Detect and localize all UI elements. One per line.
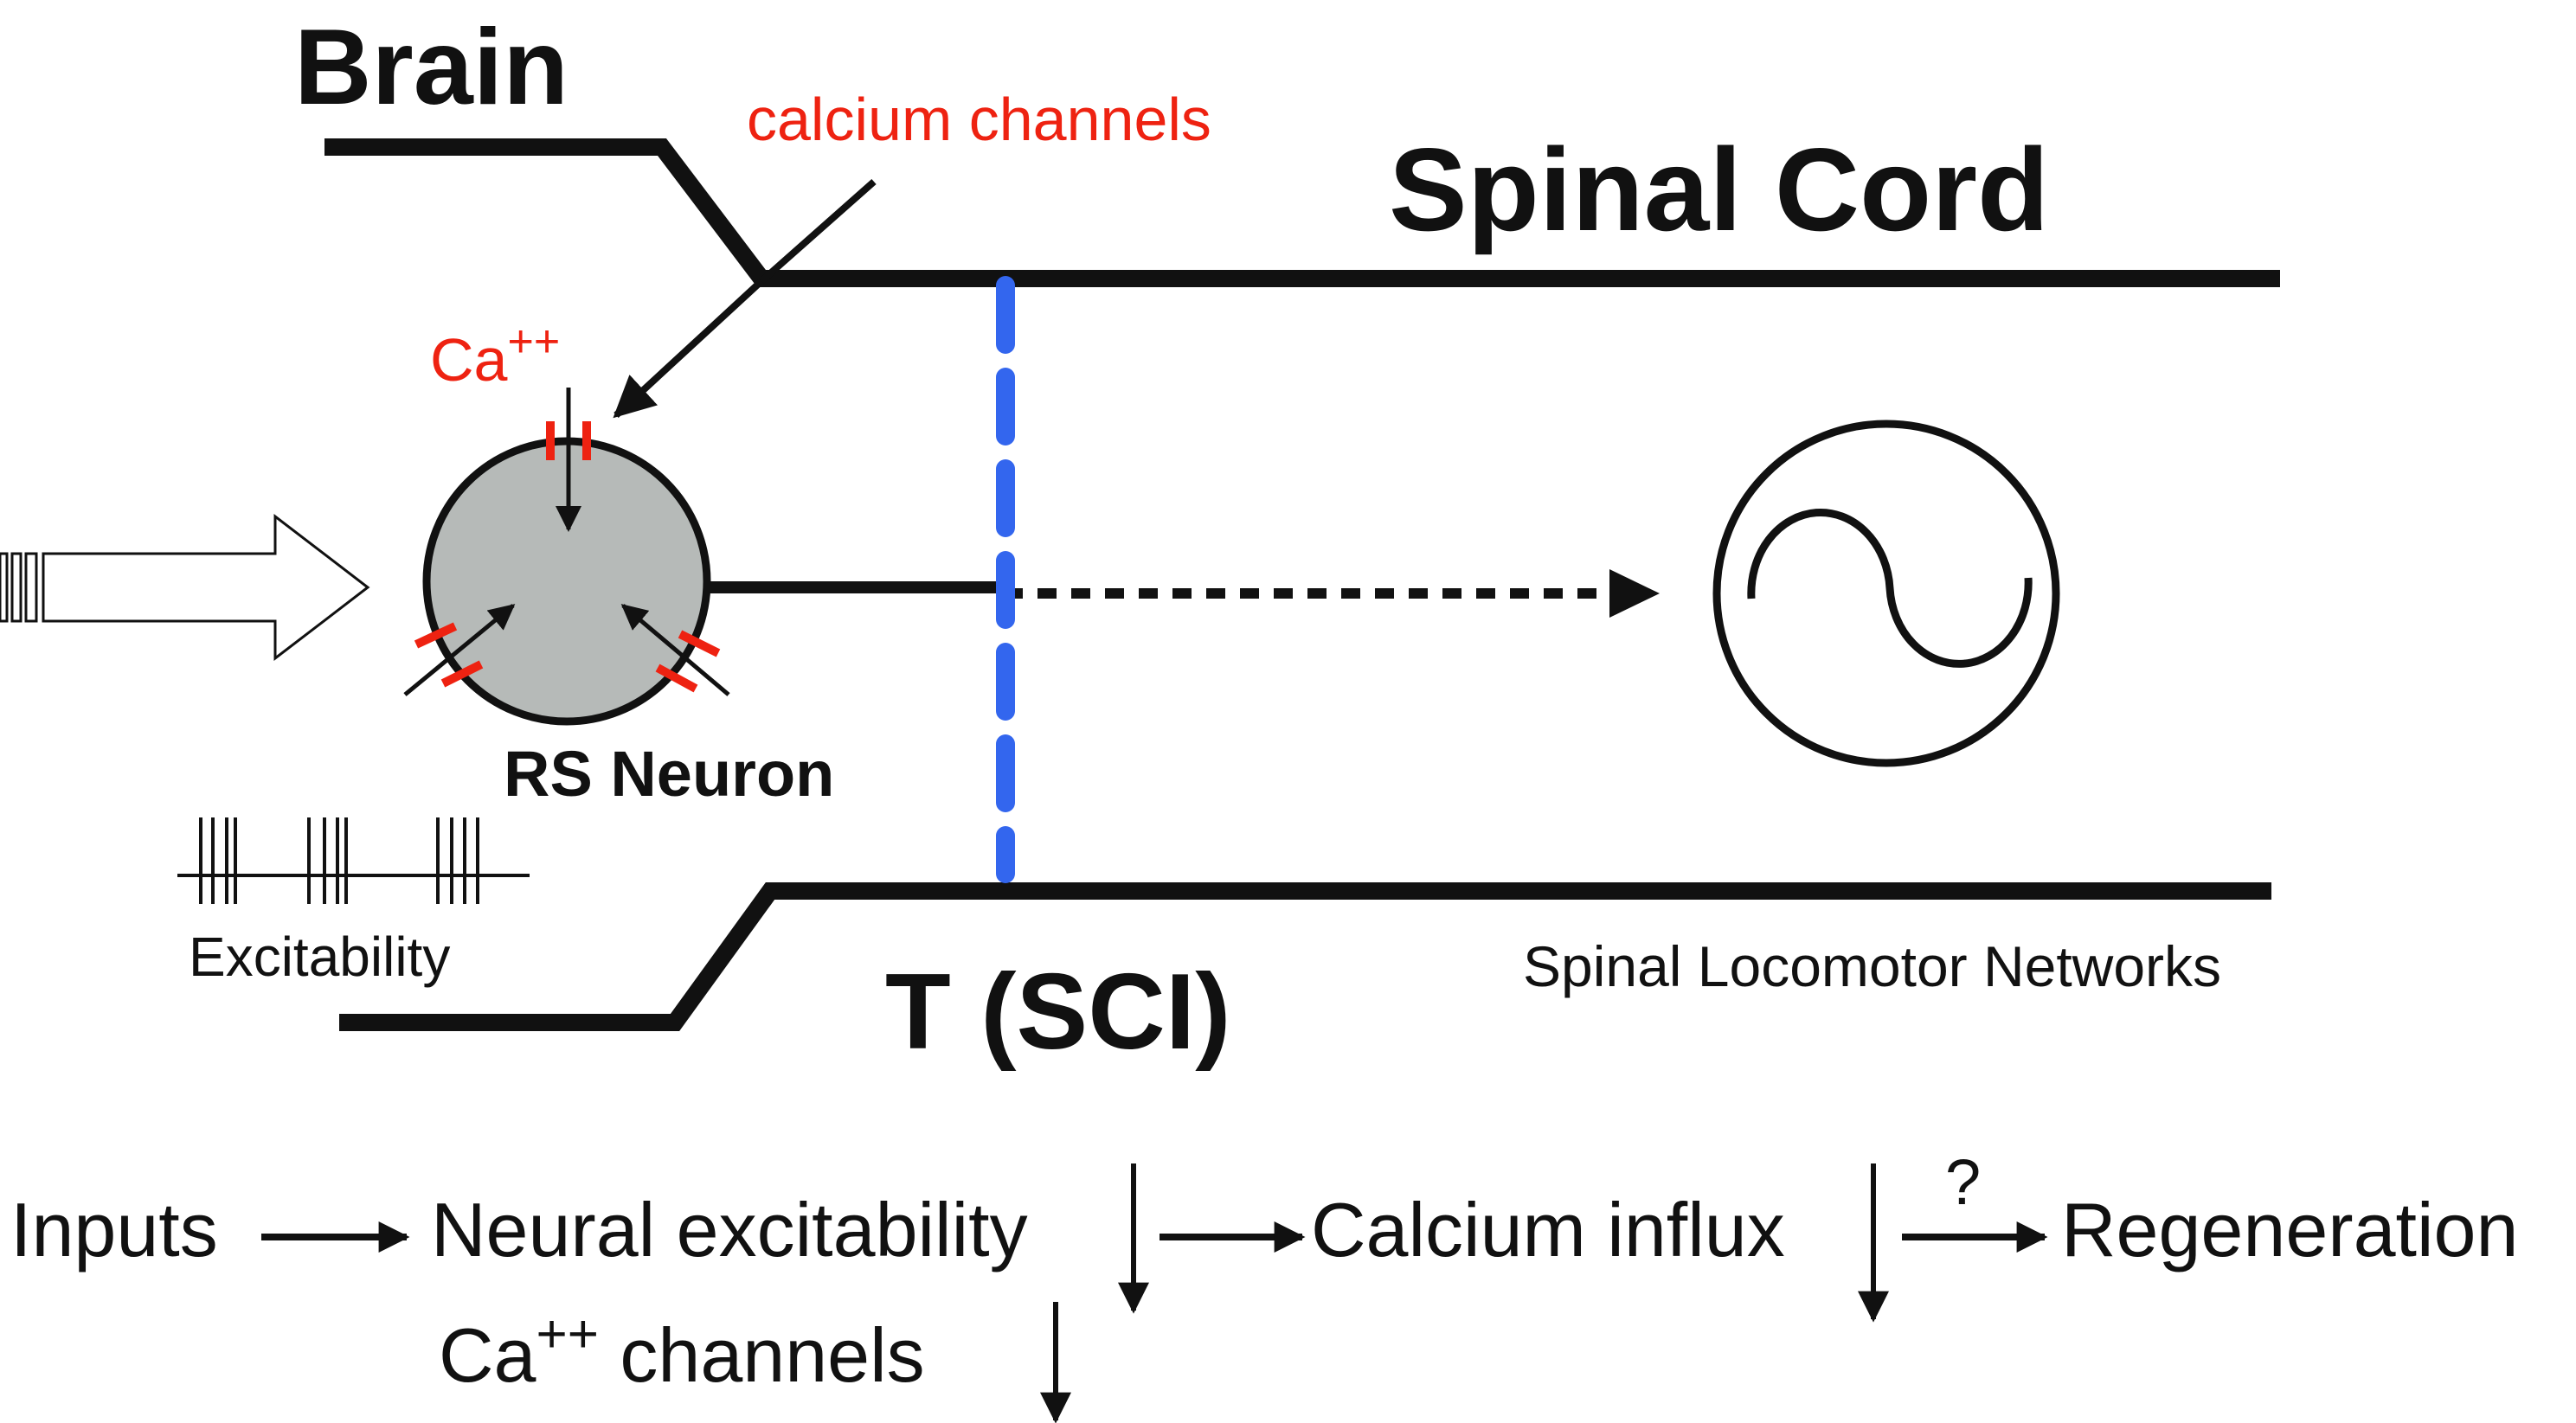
spike-train-icon [177,817,530,904]
axon-arrowhead [1609,569,1660,618]
flow-regeneration: Regeneration [2061,1187,2518,1272]
flow-neural-excitability: Neural excitability [431,1187,1028,1272]
flow-inputs: Inputs [10,1187,218,1272]
calcium-influx-arrows [403,388,730,696]
flow-calcium-influx: Calcium influx [1311,1187,1785,1272]
lesion-label: T (SCI) [885,952,1231,1072]
brain-label: Brain [294,8,569,127]
calcium-channels-arrow [613,279,764,419]
ca-ion-label: Ca++ [430,317,560,394]
excitability-label: Excitability [189,926,450,988]
flow-ca-channels: Ca++ channels [439,1304,925,1398]
input-arrow-icon [0,513,370,662]
oscillator-icon [1712,420,2060,767]
calcium-channels-label: calcium channels [747,86,1211,153]
flow-question-mark: ? [1945,1146,1981,1218]
calcium-channels-pointer [759,179,877,284]
spinal-networks-label: Spinal Locomotor Networks [1523,934,2221,998]
upper-cord-boundary [324,138,2280,287]
calcium-channel-marks [414,421,721,693]
spinal-cord-label: Spinal Cord [1389,124,2049,255]
rs-neuron-label: RS Neuron [504,738,834,810]
lower-cord-boundary [339,882,2271,1031]
